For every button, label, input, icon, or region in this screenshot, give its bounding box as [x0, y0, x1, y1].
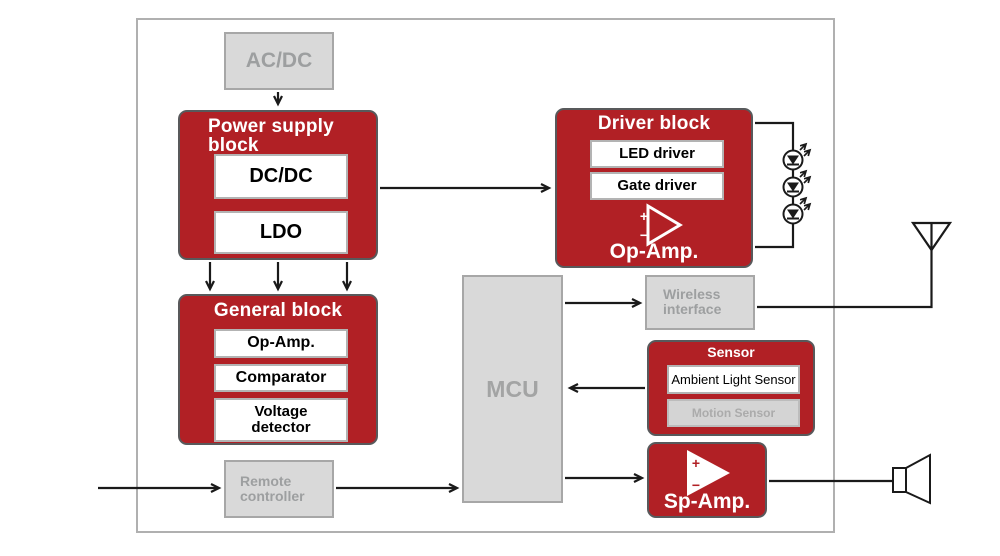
voltage-detector-label: Voltage detector	[251, 403, 311, 436]
block-motion-sensor: Motion Sensor	[667, 399, 800, 427]
driver-opamp-label: Op-Amp.	[609, 240, 699, 263]
acdc-label: AC/DC	[245, 49, 313, 72]
block-ambient-light-sensor: Ambient Light Sensor	[667, 365, 800, 394]
sensor-title: Sensor	[707, 344, 755, 360]
block-general: General block Op-Amp. Comparator Voltage…	[178, 294, 378, 445]
speaker-icon	[892, 453, 931, 505]
block-mcu: MCU	[462, 275, 563, 503]
block-remote-controller: Remote controller	[224, 460, 334, 518]
driver-title: Driver block	[597, 113, 711, 134]
block-dcdc: DC/DC	[214, 154, 348, 199]
general-title: General block	[213, 300, 343, 321]
block-voltage-detector: Voltage detector	[214, 398, 348, 442]
block-power-supply: Power supply block DC/DC LDO	[178, 110, 378, 260]
block-general-opamp: Op-Amp.	[214, 329, 348, 358]
mcu-label: MCU	[486, 375, 539, 402]
sp-amp-label: Sp-Amp.	[663, 490, 751, 513]
block-acdc: AC/DC	[224, 32, 334, 90]
block-comparator: Comparator	[214, 364, 348, 392]
power-supply-title: Power supply block	[208, 116, 334, 157]
block-led-driver: LED driver	[590, 140, 724, 168]
block-wireless-interface: Wireless interface	[645, 275, 755, 330]
block-gate-driver: Gate driver	[590, 172, 724, 200]
block-ldo: LDO	[214, 211, 348, 254]
block-driver: Driver block LED driver Gate driver Op-A…	[555, 108, 753, 268]
remote-controller-label: Remote controller	[240, 473, 305, 505]
antenna-icon	[910, 221, 953, 252]
wireless-interface-label: Wireless interface	[663, 286, 722, 318]
block-sensor: Sensor Ambient Light Sensor Motion Senso…	[647, 340, 815, 436]
block-sp-amp: Sp-Amp.	[647, 442, 767, 518]
